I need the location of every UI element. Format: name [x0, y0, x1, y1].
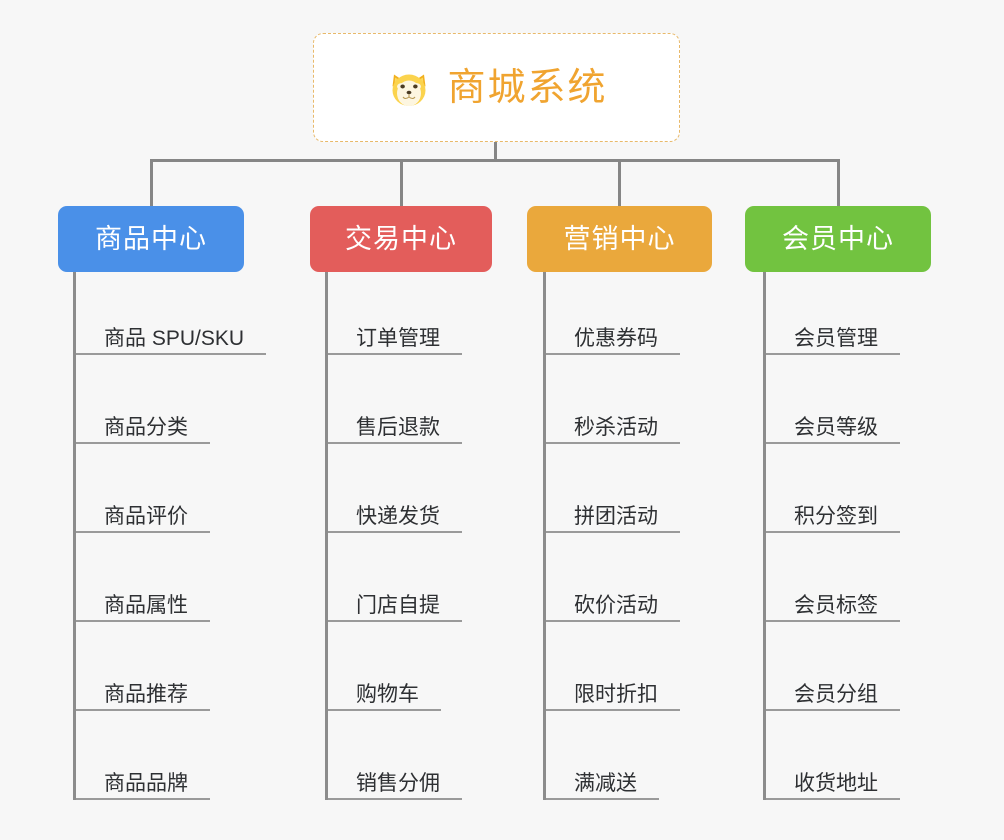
leaf-item-underline [328, 620, 462, 622]
leaf-item-label: 商品推荐 [104, 683, 188, 706]
leaf-item-underline [328, 353, 462, 355]
leaf-item-underline [546, 353, 680, 355]
leaf-item-label: 订单管理 [356, 327, 440, 350]
leaf-item-label: 满减送 [574, 772, 637, 795]
leaf-item-label: 会员等级 [794, 416, 878, 439]
leaf-item-label: 会员管理 [794, 327, 878, 350]
leaf-item-label: 优惠券码 [574, 327, 658, 350]
leaf-item-underline [546, 442, 680, 444]
leaf-item-label: 会员分组 [794, 683, 878, 706]
category-box-marketing-center[interactable]: 营销中心 [527, 206, 712, 272]
leaf-column-rail [73, 272, 76, 800]
leaf-item-underline [76, 798, 210, 800]
category-label: 商品中心 [95, 223, 207, 254]
leaf-item-label: 门店自提 [356, 594, 440, 617]
leaf-item-label: 商品分类 [104, 416, 188, 439]
category-box-member-center[interactable]: 会员中心 [745, 206, 931, 272]
leaf-item-label: 收货地址 [794, 772, 878, 795]
leaf-item-underline [766, 442, 900, 444]
leaf-item-label: 限时折扣 [574, 683, 658, 706]
leaf-item-underline [546, 798, 659, 800]
leaf-item-label: 销售分佣 [356, 772, 440, 795]
leaf-column-rail [543, 272, 546, 800]
category-label: 营销中心 [563, 223, 676, 254]
root-node-shop-system[interactable]: 商城系统 [313, 33, 680, 142]
connector-drop-4 [837, 159, 840, 206]
leaf-column-rail [763, 272, 766, 800]
leaf-item-label: 积分签到 [794, 505, 878, 528]
category-box-product-center[interactable]: 商品中心 [58, 206, 244, 272]
leaf-item-label: 购物车 [356, 683, 419, 706]
leaf-item-underline [766, 620, 900, 622]
leaf-item-underline [76, 442, 210, 444]
leaf-item-label: 商品属性 [104, 594, 188, 617]
leaf-item-underline [76, 709, 210, 711]
leaf-item-underline [766, 531, 900, 533]
shiba-dog-face-icon [385, 64, 433, 112]
leaf-item-label: 拼团活动 [574, 505, 658, 528]
leaf-item-underline [546, 709, 680, 711]
leaf-item-underline [76, 353, 266, 355]
leaf-column-rail [325, 272, 328, 800]
leaf-item-label: 商品品牌 [104, 772, 188, 795]
leaf-item-underline [328, 709, 441, 711]
leaf-item-underline [76, 531, 210, 533]
leaf-item-underline [328, 442, 462, 444]
connector-drop-2 [400, 159, 403, 206]
leaf-item-underline [546, 620, 680, 622]
leaf-item-underline [546, 531, 680, 533]
connector-root-stem [494, 142, 497, 161]
connector-drop-1 [150, 159, 153, 206]
leaf-item-label: 售后退款 [356, 416, 440, 439]
leaf-item-label: 商品评价 [104, 505, 188, 528]
leaf-item-label: 秒杀活动 [574, 416, 658, 439]
connector-horizontal-bus [150, 159, 840, 162]
category-label: 会员中心 [782, 223, 894, 254]
leaf-item-underline [76, 620, 210, 622]
leaf-item-underline [328, 531, 462, 533]
root-node-label: 商城系统 [447, 66, 608, 109]
leaf-item-underline [766, 798, 900, 800]
leaf-item-label: 会员标签 [794, 594, 878, 617]
category-label: 交易中心 [345, 223, 457, 254]
leaf-item-label: 快递发货 [356, 505, 440, 528]
leaf-item-underline [328, 798, 462, 800]
leaf-item-label: 砍价活动 [574, 594, 658, 617]
leaf-item-label: 商品 SPU/SKU [104, 327, 245, 350]
category-box-trade-center[interactable]: 交易中心 [310, 206, 492, 272]
leaf-item-underline [766, 709, 900, 711]
leaf-item-underline [766, 353, 900, 355]
connector-drop-3 [618, 159, 621, 206]
